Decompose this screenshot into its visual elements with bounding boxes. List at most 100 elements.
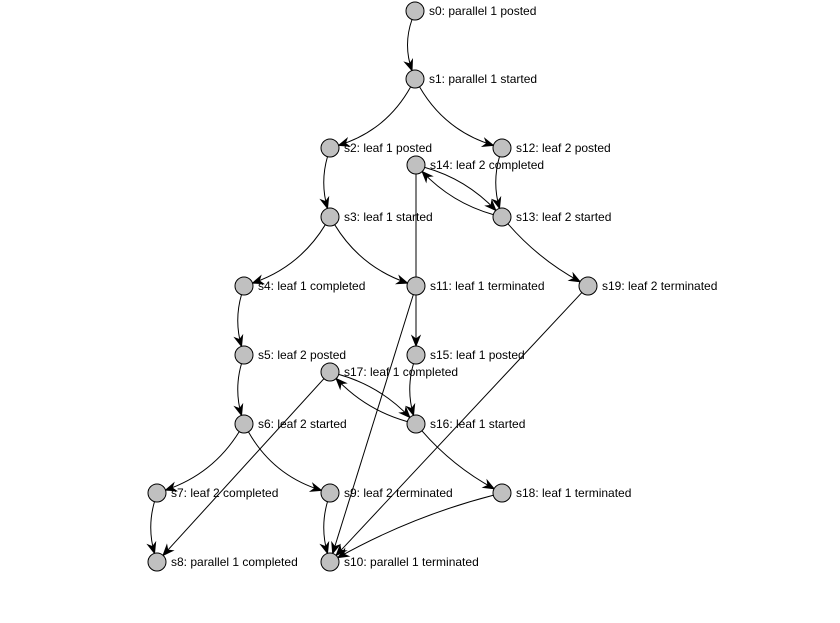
- node-circle-s1: [405, 69, 425, 89]
- arrowhead-s1-s12: [480, 137, 495, 147]
- node-s17: s17: leaf 1 completed: [320, 362, 458, 382]
- node-circle-s14: [406, 155, 426, 175]
- node-circle-s5: [234, 345, 254, 365]
- edge-s16-s17: [335, 378, 408, 423]
- node-s7: s7: leaf 2 completed: [147, 483, 278, 503]
- node-label-s5: s5: leaf 2 posted: [258, 348, 346, 362]
- arrowhead-s3-s4: [251, 274, 266, 285]
- node-circle-s19: [578, 276, 598, 296]
- node-circle-s3: [320, 207, 340, 227]
- edge-s16-s18: [421, 430, 495, 490]
- node-circle-s8: [147, 552, 167, 572]
- node-s8: s8: parallel 1 completed: [147, 552, 298, 572]
- node-s14: s14: leaf 2 completed: [406, 155, 544, 175]
- node-s0: s0: parallel 1 posted: [405, 1, 536, 21]
- edge-s19-s10: [335, 292, 583, 556]
- edge-s11-s10: [332, 294, 414, 554]
- edges-layer: [146, 19, 583, 559]
- node-label-s6: s6: leaf 2 started: [258, 417, 347, 431]
- node-s12: s12: leaf 2 posted: [492, 138, 611, 158]
- arrowhead-s17-s16: [398, 405, 411, 419]
- arrowhead-s13-s19: [567, 271, 582, 283]
- node-s15: s15: leaf 1 posted: [406, 345, 525, 365]
- node-label-s18: s18: leaf 1 terminated: [516, 486, 631, 500]
- node-circle-s11: [406, 276, 426, 296]
- node-s5: s5: leaf 2 posted: [234, 345, 346, 365]
- edge-s17-s8: [162, 378, 325, 556]
- edge-s6-s7: [165, 431, 240, 491]
- node-s13: s13: leaf 2 started: [492, 207, 611, 227]
- node-circle-s6: [234, 414, 254, 434]
- edge-s13-s19: [507, 223, 581, 283]
- nodes-layer: s0: parallel 1 posted s1: parallel 1 star…: [147, 1, 717, 572]
- node-label-s1: s1: parallel 1 started: [429, 72, 537, 86]
- node-label-s3: s3: leaf 1 started: [344, 210, 433, 224]
- edge-s1-s2: [338, 86, 412, 146]
- arrowhead-s4-s5: [233, 333, 244, 348]
- node-circle-s15: [406, 345, 426, 365]
- arrowhead-s13-s14: [421, 170, 434, 184]
- edge-s13-s14: [421, 171, 494, 216]
- edge-s14-s13: [424, 166, 497, 211]
- node-label-s12: s12: leaf 2 posted: [516, 141, 611, 155]
- node-label-s14: s14: leaf 2 completed: [430, 158, 544, 172]
- node-circle-s18: [492, 483, 512, 503]
- arrowhead-s6-s9: [308, 482, 323, 492]
- node-label-s16: s16: leaf 1 started: [430, 417, 525, 431]
- edge-s1-s12: [419, 86, 494, 146]
- arrowhead-s7-s8: [146, 540, 157, 555]
- arrowhead-s14-s13: [484, 198, 497, 212]
- node-s3: s3: leaf 1 started: [320, 207, 433, 227]
- edge-s18-s10: [337, 494, 494, 559]
- edge-s3-s11: [334, 224, 408, 284]
- node-label-s17: s17: leaf 1 completed: [344, 365, 458, 379]
- arrowhead-s5-s6: [233, 402, 244, 417]
- edge-s3-s4: [252, 224, 326, 284]
- arrowhead-s0-s1: [403, 57, 414, 72]
- node-label-s8: s8: parallel 1 completed: [171, 555, 298, 569]
- arrowhead-s6-s7: [164, 481, 179, 492]
- node-label-s13: s13: leaf 2 started: [516, 210, 611, 224]
- node-s19: s19: leaf 2 terminated: [578, 276, 717, 296]
- node-label-s15: s15: leaf 1 posted: [430, 348, 525, 362]
- node-s16: s16: leaf 1 started: [406, 414, 525, 434]
- node-circle-s10: [320, 552, 340, 572]
- node-s2: s2: leaf 1 posted: [320, 138, 432, 158]
- node-circle-s17: [320, 362, 340, 382]
- node-circle-s4: [234, 276, 254, 296]
- arrowhead-s3-s11: [394, 274, 409, 285]
- node-label-s0: s0: parallel 1 posted: [429, 4, 536, 18]
- arrowhead-s18-s10: [336, 547, 351, 559]
- node-label-s19: s19: leaf 2 terminated: [602, 279, 717, 293]
- node-s10: s10: parallel 1 terminated: [320, 552, 479, 572]
- arrowhead-s15-s16: [405, 402, 416, 417]
- node-label-s2: s2: leaf 1 posted: [344, 141, 432, 155]
- arrowhead-s16-s17: [335, 377, 348, 391]
- node-s6: s6: leaf 2 started: [234, 414, 347, 434]
- node-label-s4: s4: leaf 1 completed: [258, 279, 365, 293]
- node-s9: s9: leaf 2 terminated: [320, 483, 453, 503]
- arrowhead-s9-s10: [319, 540, 330, 555]
- node-circle-s2: [320, 138, 340, 158]
- node-s4: s4: leaf 1 completed: [234, 276, 365, 296]
- node-circle-s9: [320, 483, 340, 503]
- node-s18: s18: leaf 1 terminated: [492, 483, 631, 503]
- node-label-s10: s10: parallel 1 terminated: [344, 555, 479, 569]
- arrowhead-s11-s10: [331, 540, 341, 555]
- arrowhead-s12-s13: [491, 195, 502, 210]
- node-circle-s12: [492, 138, 512, 158]
- node-circle-s7: [147, 483, 167, 503]
- arrowhead-s1-s2: [337, 137, 352, 147]
- edge-s6-s9: [247, 431, 322, 491]
- arrowhead-s14-s15: [410, 334, 422, 348]
- node-label-s11: s11: leaf 1 terminated: [430, 279, 545, 293]
- arrowhead-s2-s3: [319, 195, 330, 210]
- arrowhead-s16-s18: [481, 478, 496, 490]
- node-circle-s13: [492, 207, 512, 227]
- node-circle-s0: [405, 1, 425, 21]
- arrowhead-s17-s8: [162, 543, 175, 557]
- node-s11: s11: leaf 1 terminated: [406, 276, 545, 296]
- node-label-s7: s7: leaf 2 completed: [171, 486, 278, 500]
- edge-s17-s16: [338, 373, 411, 418]
